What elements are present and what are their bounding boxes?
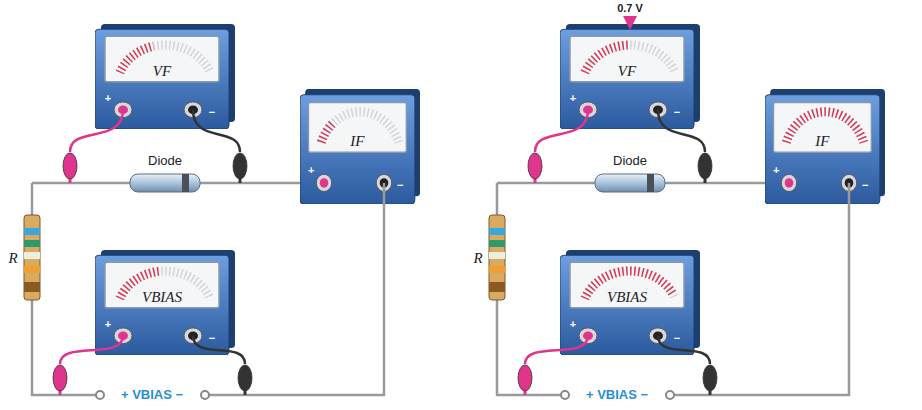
resistor-label: R xyxy=(8,250,17,267)
alligator-clip xyxy=(63,153,77,179)
meter-body xyxy=(765,89,885,204)
meter-label: VF xyxy=(618,63,636,80)
probe-lead xyxy=(193,110,240,152)
resistor-band xyxy=(489,252,505,259)
battery-terminal xyxy=(561,391,569,399)
resistor-band xyxy=(24,240,40,247)
probe-lead xyxy=(193,336,245,364)
probe-lead xyxy=(535,110,588,152)
resistor-band xyxy=(489,240,505,247)
terminal-sign: + xyxy=(570,317,576,329)
probe-lead xyxy=(658,336,710,364)
terminal-sign: − xyxy=(397,179,403,191)
diode-band xyxy=(182,174,189,192)
alligator-clip xyxy=(703,365,717,391)
alligator-clip xyxy=(698,153,712,179)
terminal-sign: − xyxy=(862,179,868,191)
terminal-sign: − xyxy=(209,105,215,117)
alligator-clip xyxy=(53,365,67,391)
wire xyxy=(497,183,789,395)
meter: VF xyxy=(570,36,684,82)
reading-pointer xyxy=(623,16,637,30)
battery-terminal xyxy=(666,391,674,399)
meter-label: IF xyxy=(350,133,364,150)
meter: IF xyxy=(774,102,872,152)
probe-lead xyxy=(658,110,705,152)
resistor-band xyxy=(24,282,40,292)
resistor-symbol xyxy=(489,215,505,300)
resistor-band xyxy=(489,266,505,273)
resistor-band xyxy=(24,266,40,273)
meter-label: VBIAS xyxy=(607,289,647,306)
resistor-band xyxy=(24,252,40,259)
diode-label: Diode xyxy=(613,154,647,168)
source-label: + VBIAS − xyxy=(586,388,648,402)
probe-lead xyxy=(525,336,588,364)
resistor-band xyxy=(489,228,505,235)
meter-scale-reading xyxy=(321,124,332,143)
resistor-band xyxy=(489,282,505,292)
reading-value: 0.7 V xyxy=(617,2,643,14)
alligator-clip xyxy=(238,365,252,391)
battery-terminal xyxy=(96,391,104,399)
resistor-symbol xyxy=(24,215,40,300)
terminal-sign: + xyxy=(105,91,111,103)
wire xyxy=(670,183,849,395)
terminal-sign: + xyxy=(570,91,576,103)
source-label: + VBIAS − xyxy=(121,388,183,402)
meter-label: VF xyxy=(153,63,171,80)
meter: VF xyxy=(105,36,219,82)
meter: IF xyxy=(309,102,407,152)
battery-terminal xyxy=(201,391,209,399)
alligator-clip xyxy=(518,365,532,391)
terminal-sign: + xyxy=(308,163,314,175)
diode-label: Diode xyxy=(148,154,182,168)
diode-band xyxy=(647,174,654,192)
meter: VBIAS xyxy=(105,262,219,308)
meter-body xyxy=(560,250,700,355)
meter: VBIAS xyxy=(570,262,684,308)
terminal-sign: + xyxy=(773,163,779,175)
meter-body xyxy=(95,24,235,129)
terminal-sign: − xyxy=(674,105,680,117)
diode-symbol xyxy=(130,174,200,192)
terminal-sign: − xyxy=(674,331,680,343)
terminal-sign: − xyxy=(209,331,215,343)
meter-body xyxy=(300,89,420,204)
wire xyxy=(205,183,384,395)
meter-label: VBIAS xyxy=(142,289,182,306)
meter-scale-reading xyxy=(120,46,153,72)
terminal-sign: + xyxy=(105,317,111,329)
wire xyxy=(32,183,324,395)
meter-body xyxy=(95,250,235,355)
meter-body xyxy=(560,24,700,129)
resistor-label: R xyxy=(473,250,482,267)
alligator-clip xyxy=(233,153,247,179)
diode-symbol xyxy=(595,174,665,192)
alligator-clip xyxy=(528,153,542,179)
meter-label: IF xyxy=(815,133,829,150)
probe-lead xyxy=(70,110,123,152)
probe-lead xyxy=(60,336,123,364)
resistor-band xyxy=(24,228,40,235)
